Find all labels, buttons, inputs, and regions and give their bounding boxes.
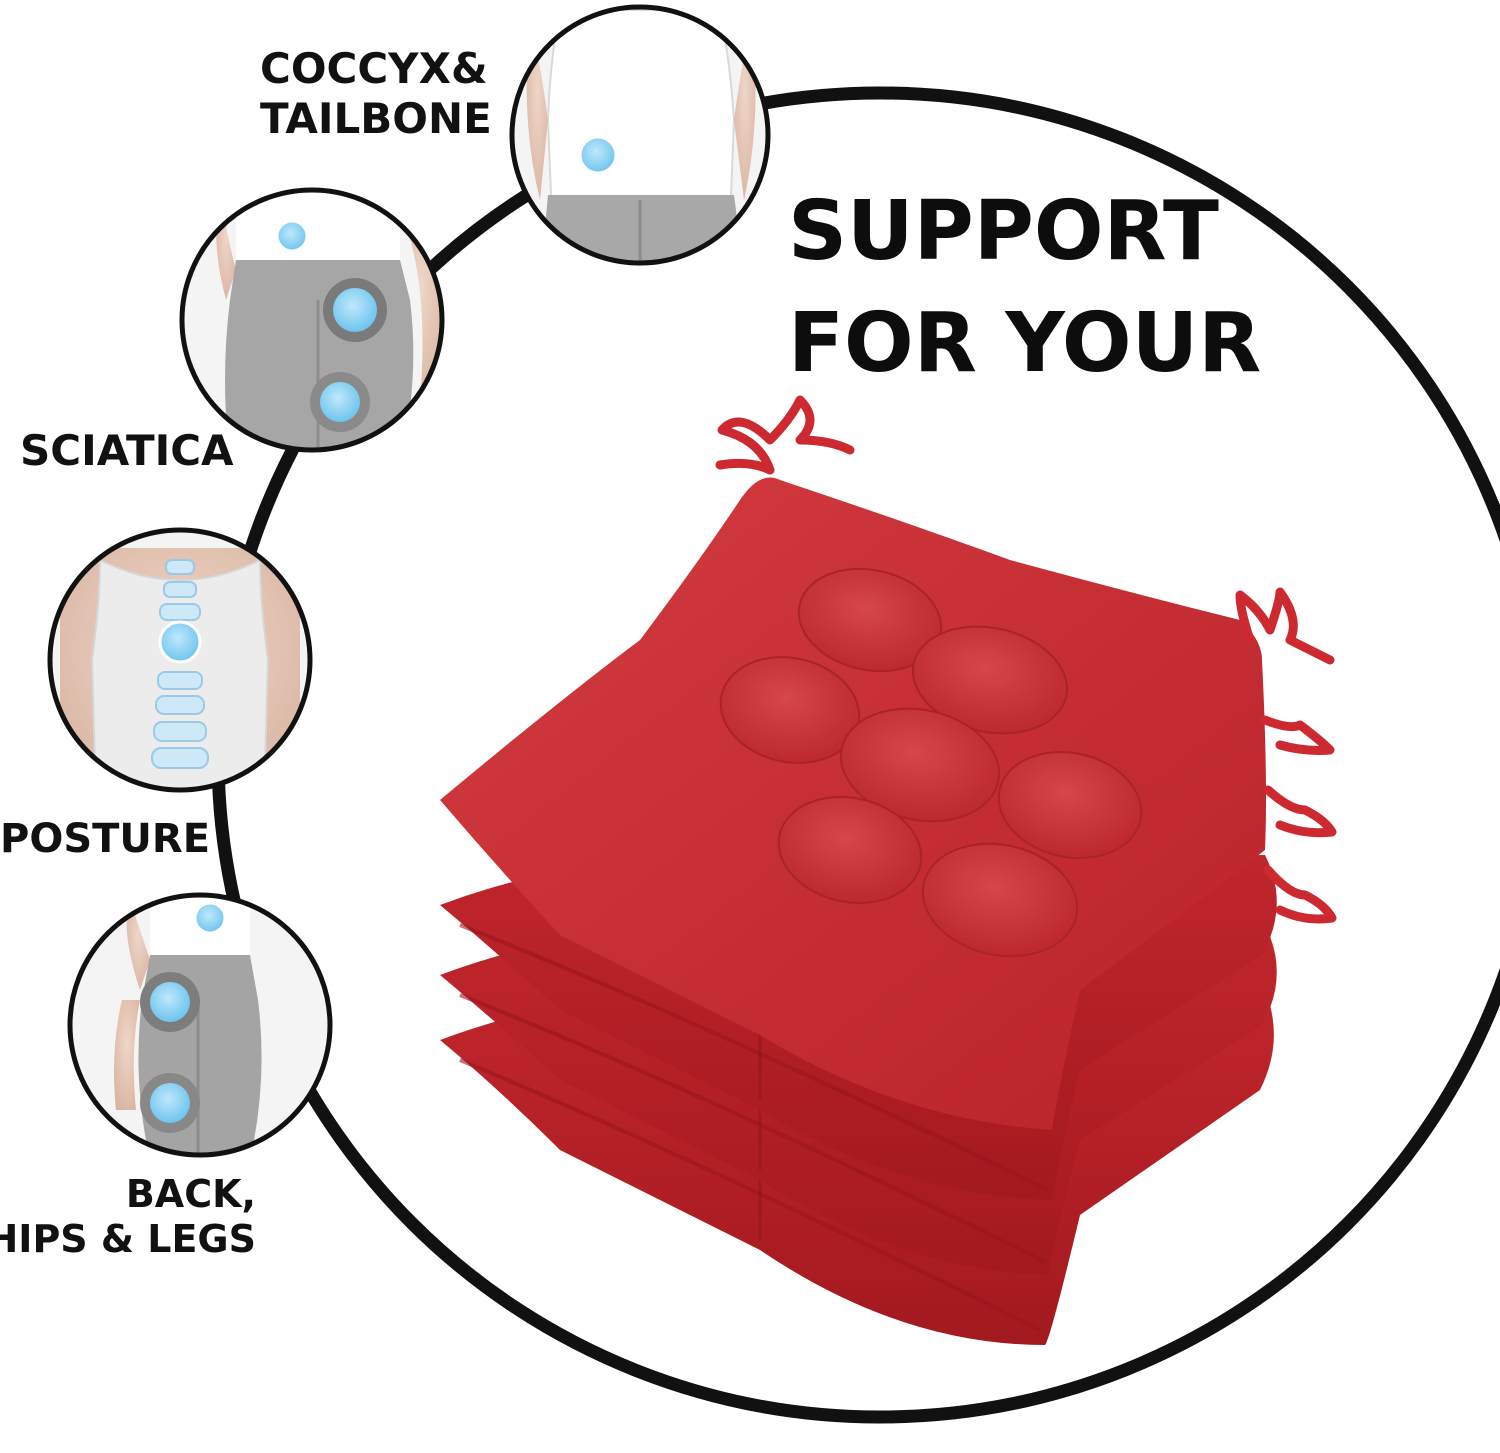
cushion-stack <box>440 395 1337 1345</box>
benefit-label-line: HIPS & LEGS <box>0 1216 256 1261</box>
back-hips-legs-photo-icon <box>67 892 333 1158</box>
headline-line-2: FOR YOUR <box>788 295 1262 391</box>
tailbone-photo-icon <box>509 4 771 266</box>
benefit-label-line: TAILBONE <box>260 93 492 143</box>
spine-photo-icon <box>47 527 313 793</box>
benefit-label-posture: POSTURE <box>0 816 210 863</box>
benefit-label-sciatica: SCIATICA <box>20 426 234 476</box>
benefit-label-line: SCIATICA <box>20 426 234 475</box>
benefit-label-coccyx: COCCYX& TAILBONE <box>260 44 492 143</box>
headline-line-1: SUPPORT <box>788 184 1219 279</box>
benefit-label-line: POSTURE <box>0 816 211 862</box>
benefit-label-line: COCCYX& <box>260 44 488 93</box>
benefit-label-line: BACK, <box>125 1172 256 1216</box>
benefit-label-back-hips-legs: BACK, HIPS & LEGS <box>0 1172 256 1262</box>
hips-thighs-photo-icon <box>179 187 445 453</box>
headline: SUPPORT FOR YOUR <box>788 176 1261 399</box>
